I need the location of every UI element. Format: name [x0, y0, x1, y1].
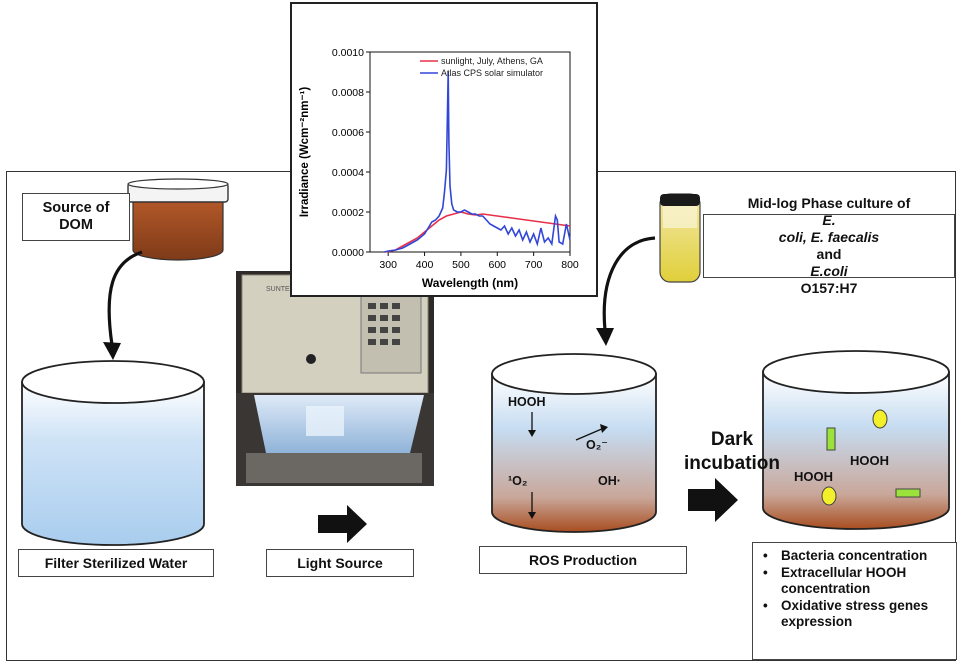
culture-label: Mid-log Phase culture of E. coli, E. fae… [703, 195, 955, 296]
culture-to-ros-arrow [602, 236, 656, 331]
ros-tank [491, 353, 657, 533]
y-axis-label: Irradiance (Wcm⁻²nm⁻¹) [299, 87, 311, 218]
final-hooh-left: HOOH [794, 469, 833, 484]
water-tank [21, 360, 205, 546]
x-tick-label: 700 [525, 259, 543, 271]
x-tick-label: 800 [561, 259, 579, 271]
dom-to-water-arrow [107, 250, 143, 346]
measurements-list: Bacteria concentration Extracellular HOO… [759, 548, 950, 630]
measurement-item: Oxidative stress genes expression [759, 598, 950, 630]
y-tick-label: 0.0000 [332, 247, 364, 259]
y-tick-label: 0.0004 [332, 167, 364, 179]
culture-vial [659, 193, 701, 283]
x-tick-label: 500 [452, 259, 470, 271]
x-tick-label: 400 [416, 259, 434, 271]
irradiance-chart: 300 400 500 600 700 800 0.0000 0.0002 0.0004 0.00… [299, 47, 579, 290]
measurement-item: Extracellular HOOH concentration [759, 565, 950, 597]
o2-arrow-head [600, 424, 608, 433]
bacteria-cell [821, 486, 837, 506]
ros-singlet-o2: ¹O₂ [508, 474, 528, 488]
source-dom-line1: Source of [42, 200, 110, 216]
series-line [384, 211, 571, 253]
bacteria-rod [895, 488, 921, 498]
culture-line1: Mid-log Phase culture of E. [747, 195, 911, 228]
y-tick-label: 0.0008 [332, 87, 364, 99]
bacteria-cell [872, 409, 888, 429]
dom-jar [127, 178, 229, 261]
irradiance-chart-panel: 300 400 500 600 700 800 0.0000 0.0002 0.0004 0.00… [290, 2, 598, 297]
solar-simulator-photo: SUNTEST CPS+ [236, 271, 434, 486]
dom-arrow-head [103, 342, 121, 360]
bacteria-rod [826, 427, 836, 451]
y-tick-label: 0.0006 [332, 127, 364, 139]
dark-block-arrow [688, 478, 738, 522]
culture-arrow-head [596, 328, 614, 346]
ros-production-label: ROS Production [479, 546, 687, 574]
x-tick-label: 300 [379, 259, 397, 271]
y-tick-label: 0.0002 [332, 207, 364, 219]
final-hooh-right: HOOH [850, 453, 889, 468]
source-dom-label: Source of DOM [22, 193, 130, 241]
dark-incubation-label: Dark incubation [683, 429, 781, 474]
measurement-item: Bacteria concentration [759, 548, 950, 564]
measurements-box: Bacteria concentration Extracellular HOO… [752, 542, 957, 660]
series-line [384, 71, 571, 253]
light-source-label: Light Source [266, 549, 414, 577]
ros-hooh: HOOH [508, 395, 546, 409]
x-tick-label: 600 [489, 259, 507, 271]
ros-o2-minus: O₂⁻ [586, 438, 608, 452]
o2-arrow [575, 427, 605, 441]
culture-line2: coli, E. faecalis and E.coli [778, 229, 880, 279]
source-dom-line2: DOM [59, 217, 93, 233]
ros-hydroxyl: OH· [598, 474, 621, 488]
singlet-arrow-head [528, 512, 536, 519]
light-block-arrow [318, 505, 367, 543]
filter-water-label: Filter Sterilized Water [18, 549, 214, 577]
plot-area [369, 51, 571, 253]
culture-line3: O157:H7 [800, 280, 858, 296]
legend-label: sunlight, July, Athens, GA [441, 56, 543, 66]
legend-label: Atlas CPS solar simulator [441, 68, 543, 78]
y-tick-label: 0.0010 [332, 47, 364, 59]
x-axis-label: Wavelength (nm) [422, 276, 518, 290]
hooh-arrow-head [528, 430, 536, 437]
